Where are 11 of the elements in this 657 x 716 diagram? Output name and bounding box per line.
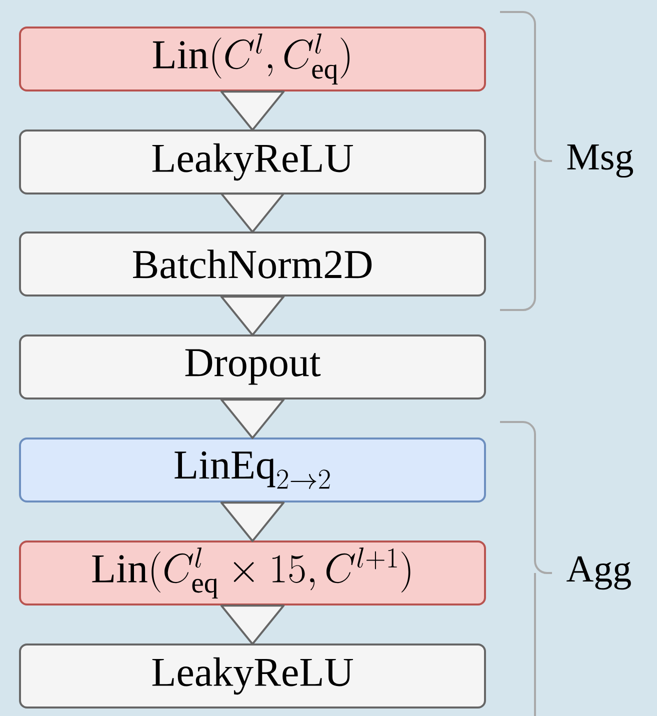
chevron-arrow [220, 90, 285, 131]
group-label: Msg [567, 144, 634, 178]
layer-box: $\mathrm{Lin}(C^{l},C^{l}_{\mathrm{eq}})$ [19, 26, 486, 92]
chevron-arrow [220, 296, 285, 336]
layer-box: $\mathrm{Lin}(C^{l}_{\mathrm{eq}}\times 15,C^{l+1})$ [19, 540, 486, 606]
chevron-arrow [220, 502, 285, 542]
chevron-arrow [220, 398, 285, 439]
chevron-arrow [220, 604, 285, 645]
group-label: Agg [566, 556, 631, 590]
layer-box: $\mathrm{LinEq}_{2\to 2}$ [19, 438, 486, 502]
chevron-arrow [220, 192, 285, 233]
